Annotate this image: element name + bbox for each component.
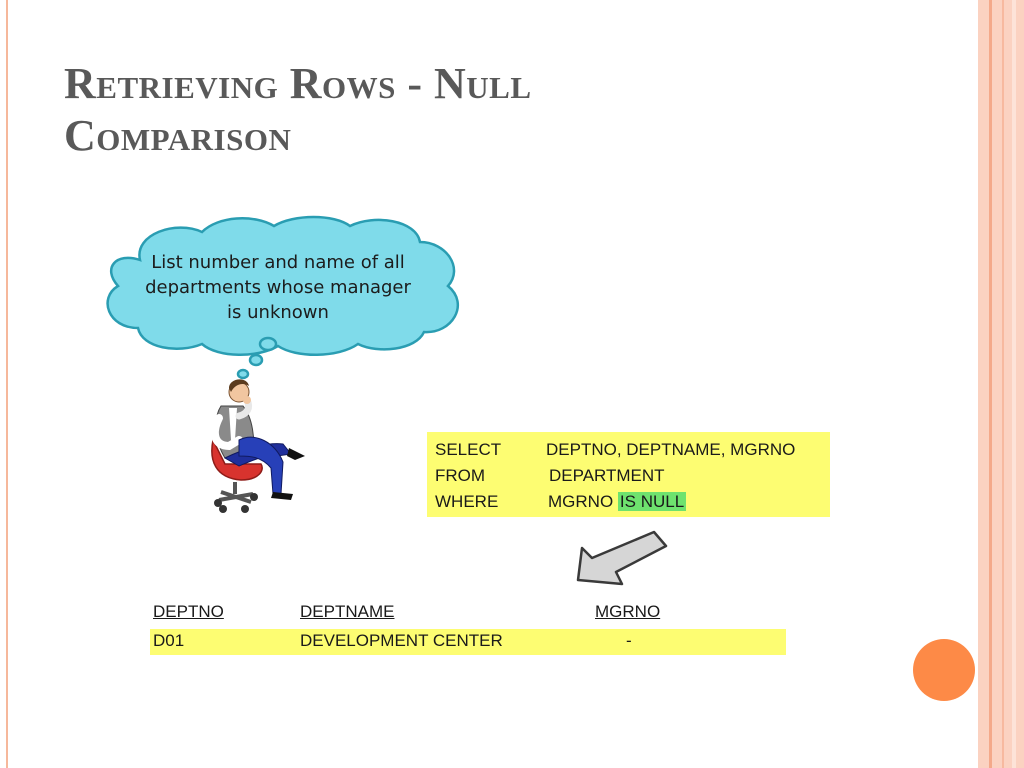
sql-null-condition: IS NULL	[617, 492, 687, 511]
result-header-mgrno: MGRNO	[595, 602, 661, 621]
bubble-line-1: List number and name of all	[151, 252, 405, 273]
result-cell-deptno: D01	[153, 631, 185, 650]
decorative-orange-circle	[913, 639, 975, 701]
title-line-2: Comparison	[64, 111, 292, 160]
sql-select-columns: DEPTNO, DEPTNAME, MGRNO	[546, 440, 796, 459]
bubble-line-2: departments whose manager	[145, 277, 411, 298]
thought-bubble-icon	[106, 215, 460, 380]
left-border-line	[6, 0, 8, 768]
down-left-arrow-icon	[576, 530, 668, 586]
sql-select-keyword: SELECT	[435, 440, 502, 459]
sql-query-box: SELECT DEPTNO, DEPTNAME, MGRNO FROM DEPA…	[427, 432, 830, 517]
title-line-1: Retrieving Rows - Null	[64, 59, 532, 108]
slide-title: Retrieving Rows - Null Comparison	[64, 58, 764, 162]
bubble-line-3: is unknown	[227, 302, 329, 323]
thinking-person-icon	[210, 379, 305, 513]
sql-from-table: DEPARTMENT	[549, 466, 665, 485]
result-header-deptname: DEPTNAME	[300, 602, 395, 621]
result-header-deptno: DEPTNO	[153, 602, 224, 621]
sql-where-column: MGRNO	[548, 492, 614, 511]
thought-bubble-text: List number and name of all departments …	[128, 250, 428, 325]
sql-where-keyword: WHERE	[435, 492, 499, 511]
right-border-stripes	[978, 0, 1024, 768]
result-cell-deptname: DEVELOPMENT CENTER	[300, 631, 503, 650]
sql-from-keyword: FROM	[435, 466, 486, 485]
result-cell-mgrno: -	[626, 631, 632, 650]
table-row	[150, 629, 786, 655]
